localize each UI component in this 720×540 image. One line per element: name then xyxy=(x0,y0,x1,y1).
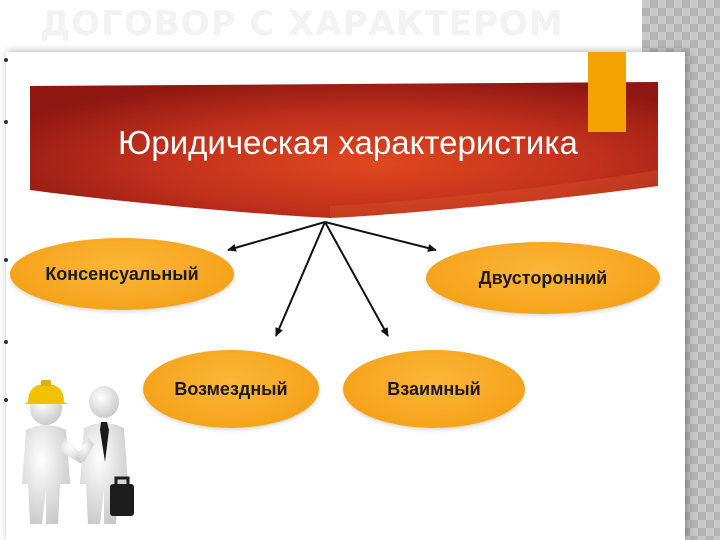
root-node-label: Юридическая характеристика xyxy=(118,124,578,161)
node-paid: Возмездный xyxy=(143,350,319,428)
bullet-dot xyxy=(4,398,8,402)
bullet-dot xyxy=(4,120,8,124)
accent-bar xyxy=(588,52,626,132)
node-mutual: Взаимный xyxy=(343,350,525,428)
bullet-dot xyxy=(4,58,8,62)
node-consensual: Консенсуальный xyxy=(10,238,234,310)
arrow-to-bilateral xyxy=(324,221,437,252)
node-bilateral: Двусторонний xyxy=(426,242,660,314)
node-mutual-label: Взаимный xyxy=(387,378,481,399)
arrow-to-consensual xyxy=(227,221,326,252)
bullet-dot xyxy=(4,258,8,262)
node-bilateral-label: Двусторонний xyxy=(478,267,608,288)
slide-title: ДОГОВОР С ХАРАКТЕРОМ xyxy=(40,4,564,44)
business-handshake-icon xyxy=(22,380,134,524)
node-paid-label: Возмездный xyxy=(174,378,288,399)
arrow-to-mutual xyxy=(324,221,389,337)
bullet-dot xyxy=(4,340,8,344)
arrow-to-paid xyxy=(275,221,326,337)
node-consensual-label: Консенсуальный xyxy=(45,263,199,284)
